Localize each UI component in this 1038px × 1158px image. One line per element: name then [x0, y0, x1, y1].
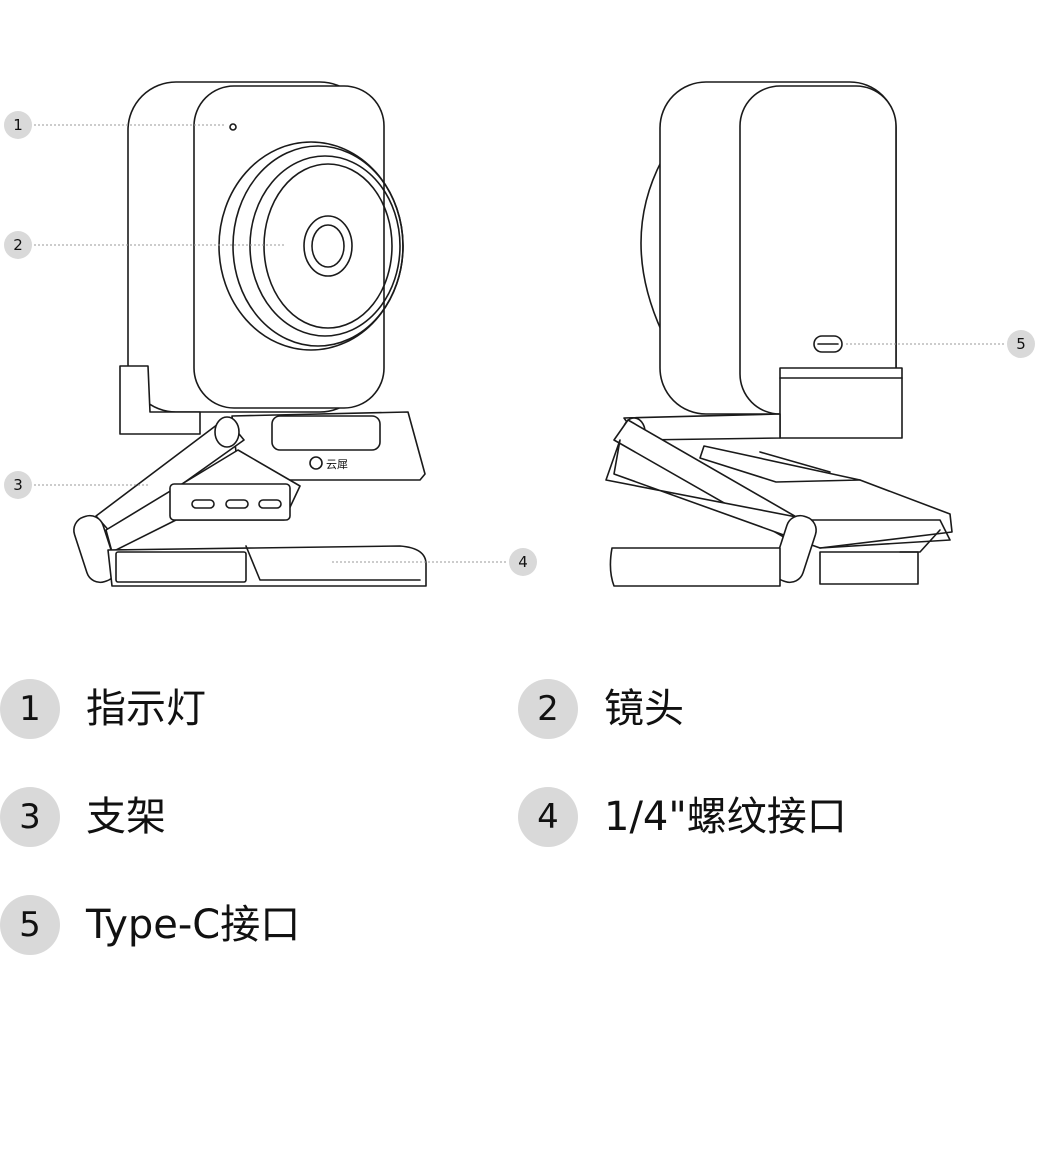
legend-item-type-c-port: 5 Type-C接口 — [0, 895, 300, 955]
legend-number-badge: 4 — [518, 787, 578, 847]
legend-item-thread-mount: 4 1/4"螺纹接口 — [518, 787, 847, 847]
callout-4: 4 — [509, 548, 537, 576]
svg-text:4: 4 — [518, 553, 528, 571]
svg-text:2: 2 — [13, 236, 23, 254]
legend-number-badge: 1 — [0, 679, 60, 739]
svg-text:1: 1 — [13, 116, 23, 134]
legend-label: 1/4"螺纹接口 — [604, 794, 847, 840]
brand-logo: 云犀 — [309, 456, 348, 471]
legend-number-badge: 3 — [0, 787, 60, 847]
legend-item-indicator-light: 1 指示灯 — [0, 679, 206, 739]
indicator-light-icon — [229, 123, 237, 131]
camera-back-view — [605, 81, 953, 587]
legend-number-badge: 5 — [0, 895, 60, 955]
callout-2: 2 — [4, 231, 32, 259]
lens-icon — [218, 141, 404, 351]
svg-text:3: 3 — [13, 476, 23, 494]
legend-label: 支架 — [86, 794, 166, 840]
legend-label: 指示灯 — [86, 686, 206, 732]
svg-text:云犀: 云犀 — [326, 458, 348, 471]
svg-text:5: 5 — [1016, 335, 1026, 353]
legend-number-badge: 2 — [518, 679, 578, 739]
legend-item-lens: 2 镜头 — [518, 679, 684, 739]
legend-label: 镜头 — [604, 686, 684, 732]
legend-item-stand: 3 支架 — [0, 787, 166, 847]
callout-5: 5 — [1007, 330, 1035, 358]
callout-1: 1 — [4, 111, 32, 139]
webcam-diagram: 云犀 — [4, 81, 1035, 587]
legend-label: Type-C接口 — [86, 902, 301, 948]
callout-3: 3 — [4, 471, 32, 499]
camera-front-view: 云犀 — [73, 81, 427, 587]
